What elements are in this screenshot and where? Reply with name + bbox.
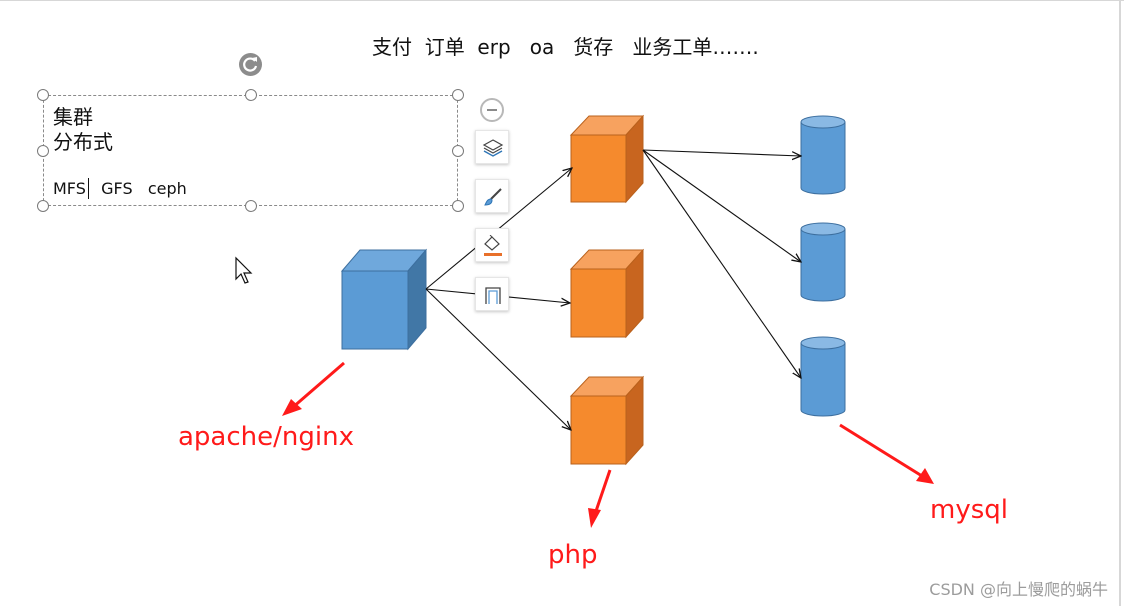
arrow-web-to-app-3 [425,288,571,430]
app-server-cube-1[interactable] [569,114,645,204]
red-arrow-db [839,423,923,478]
label-mysql: mysql [930,495,1008,525]
mouse-cursor-icon [235,256,253,284]
textbox-line-distributed[interactable]: 分布式 [53,130,113,154]
frame-button[interactable] [475,277,509,311]
resize-handle-top-left[interactable] [37,89,49,101]
page-title: 支付 订单 erp oa 货存 业务工单……. [372,35,759,59]
red-arrow-app [593,469,612,515]
resize-handle-top-right[interactable] [452,89,464,101]
text-caret [88,178,89,199]
csdn-watermark: CSDN @向上慢爬的蜗牛 [929,580,1108,599]
resize-handle-top-center[interactable] [245,89,257,101]
resize-handle-middle-left[interactable] [37,145,49,157]
database-cylinder-2[interactable] [800,222,846,302]
resize-handle-bottom-center[interactable] [245,200,257,212]
arrow-app-to-db-2 [642,149,801,262]
fill-bucket-icon [484,235,502,256]
fill-bucket-button[interactable] [475,228,509,262]
textbox-line-filesystems[interactable]: MFS GFS ceph [53,179,187,198]
arrow-app-to-db-1 [642,149,801,156]
textbox-line-cluster[interactable]: 集群 [53,105,93,129]
web-server-cube[interactable] [340,248,428,351]
connector-arrows [425,149,801,430]
brush-button[interactable] [475,179,509,213]
label-php: php [548,540,598,570]
annotation-arrows [282,361,934,528]
rotate-handle-icon[interactable] [239,53,262,76]
layers-button[interactable] [475,130,509,164]
minus-circle-icon[interactable] [480,98,504,122]
red-arrow-web [291,361,345,410]
resize-handle-bottom-left[interactable] [37,200,49,212]
red-arrowhead-web [282,399,302,416]
red-arrowhead-app [588,508,601,528]
app-server-cube-3[interactable] [569,375,645,466]
app-server-cube-2[interactable] [569,248,645,339]
red-arrowhead-db [916,468,934,484]
frame-right-border [1119,0,1121,606]
arrow-app-to-db-3 [642,149,801,378]
database-cylinder-3[interactable] [800,336,846,417]
database-cylinder-1[interactable] [800,115,846,195]
frame-icon [485,287,501,304]
layers-icon [482,139,504,157]
frame-top-border [0,0,1124,1]
resize-handle-bottom-right[interactable] [452,200,464,212]
brush-icon [484,188,502,206]
resize-handle-middle-right[interactable] [452,145,464,157]
label-apache-nginx: apache/nginx [178,422,354,452]
